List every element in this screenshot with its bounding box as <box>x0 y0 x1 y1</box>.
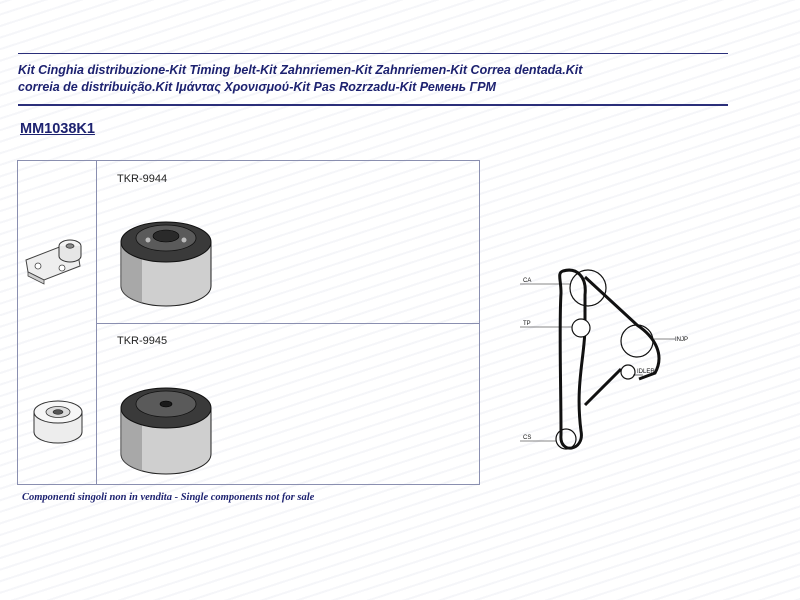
part-code-tkr-9944: TKR-9944 <box>117 173 168 185</box>
label-injp: INJP <box>675 337 688 343</box>
crankshaft-pulley <box>555 428 577 450</box>
page-title: Kit Cinghia distribuzione-Kit Timing bel… <box>18 62 738 96</box>
camshaft-pulley <box>569 269 607 307</box>
idler-pulley-small-icon <box>33 400 83 444</box>
idler-roller <box>620 364 636 380</box>
label-cs: CS <box>523 435 531 441</box>
panel-horizontal-divider <box>96 323 480 324</box>
tensioner-roller <box>571 318 591 338</box>
title-line-2: correia de distribuição.Kit Ιμάντας Χρον… <box>18 80 496 94</box>
label-tp: TP <box>523 321 531 327</box>
label-ca: CA <box>523 278 531 284</box>
parts-panel <box>17 160 480 485</box>
footer-note: Componenti singoli non in vendita - Sing… <box>22 492 315 503</box>
tensioner-pulley-icon <box>120 221 212 307</box>
header-rule <box>18 104 728 106</box>
belt-routing-diagram: CA TP INJP IDLER CS <box>520 268 688 450</box>
part-code-tkr-9945: TKR-9945 <box>117 335 168 347</box>
injection-pump-pulley <box>620 324 654 358</box>
idler-pulley-icon <box>120 387 212 475</box>
title-line-1: Kit Cinghia distribuzione-Kit Timing bel… <box>18 63 583 77</box>
kit-code: MM1038K1 <box>20 121 95 137</box>
tensioner-assembly-icon <box>25 239 82 285</box>
top-rule <box>18 53 728 54</box>
panel-vertical-divider <box>96 160 97 485</box>
label-idler: IDLER <box>637 369 655 375</box>
